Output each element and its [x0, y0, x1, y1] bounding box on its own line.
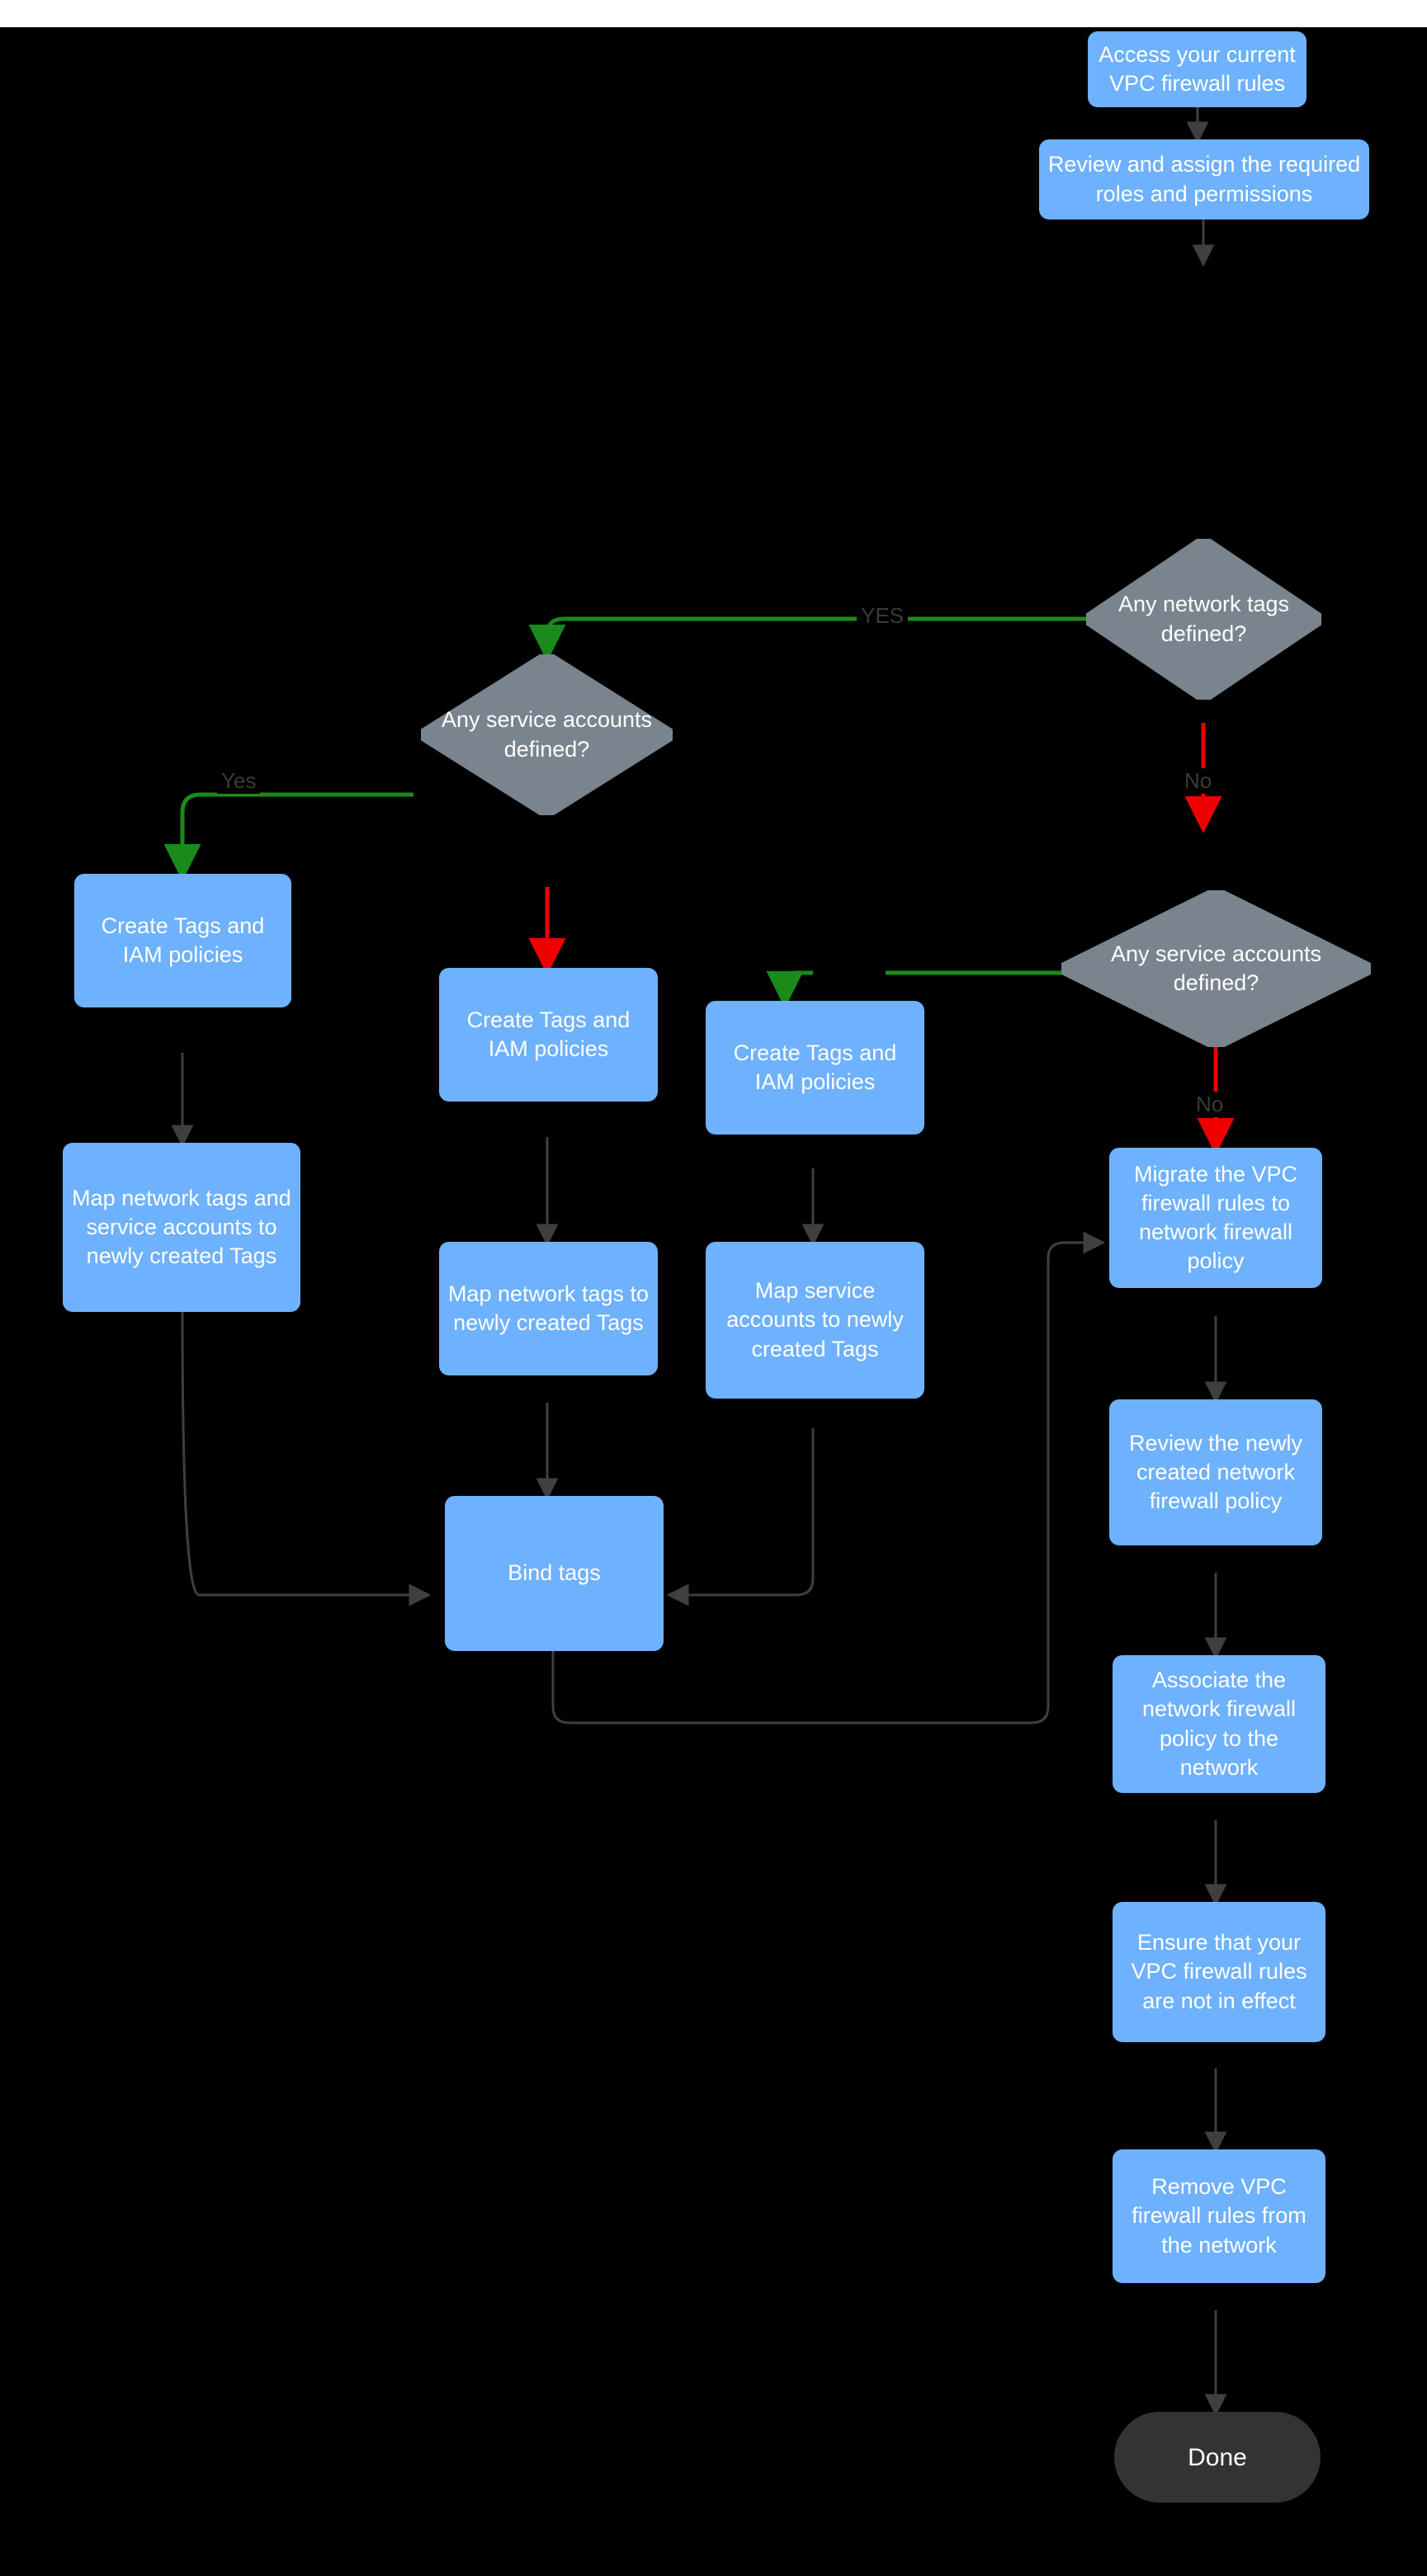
edge-n4-n9: [181, 1311, 432, 1606]
node-review-assign-roles[interactable]: Review and assign the required roles and…: [1039, 139, 1369, 219]
node-map-network-tags-to-newly-created-tags[interactable]: Map network tags to newly created Tags: [439, 1242, 658, 1375]
node-decision-any-network-tags[interactable]: Any network tags defined?: [1086, 539, 1321, 700]
node-label: Review the newly created network firewal…: [1128, 1430, 1303, 1514]
node-bind-tags[interactable]: Bind tags: [445, 1496, 664, 1651]
node-create-tags-iam-right[interactable]: Create Tags and IAM policies: [706, 1001, 924, 1135]
node-label: Migrate the VPC firewall rules to networ…: [1133, 1161, 1298, 1274]
node-label: Bind tags: [508, 1560, 601, 1586]
node-label: Done: [1188, 2443, 1247, 2471]
node-label: Review and assign the required roles and…: [1047, 152, 1361, 206]
diamond-shape: [421, 654, 673, 815]
node-label: Create Tags and IAM policies: [101, 913, 265, 967]
node-label: Map network tags and service accounts to…: [72, 1185, 291, 1269]
node-label: Create Tags and IAM policies: [733, 1040, 897, 1094]
edge-n9-n10: [551, 1231, 1106, 1724]
node-review-newly-created-policy[interactable]: Review the newly created network firewal…: [1109, 1399, 1322, 1545]
edge-n8-n9: [666, 1428, 815, 1606]
edge-label-yes-network-tags: YES: [857, 603, 909, 629]
node-done-terminator[interactable]: Done: [1114, 2412, 1321, 2503]
node-map-service-accounts-to-newly-created-tags[interactable]: Map service accounts to newly created Ta…: [706, 1242, 924, 1399]
node-access-vpc-firewall-rules[interactable]: Access your current VPC firewall rules: [1088, 31, 1307, 107]
node-label: Associate the network firewall policy to…: [1141, 1668, 1297, 1780]
node-remove-vpc-firewall-rules[interactable]: Remove VPC firewall rules from the netwo…: [1113, 2149, 1325, 2283]
node-label: Any network tags defined?: [1118, 592, 1290, 646]
flowchart-canvas: Access your current VPC firewall rules R…: [0, 27, 1427, 2576]
node-create-tags-iam-left[interactable]: Create Tags and IAM policies: [74, 874, 291, 1007]
edge-d2-n3-yes: [163, 792, 413, 882]
node-create-tags-iam-middle[interactable]: Create Tags and IAM policies: [439, 968, 658, 1102]
node-label: Map network tags to newly created Tags: [447, 1281, 650, 1335]
node-decision-any-service-accounts-left[interactable]: Any service accounts defined?: [421, 654, 673, 815]
diamond-shape: [1061, 890, 1371, 1047]
node-map-network-tags-and-service-accounts[interactable]: Map network tags and service accounts to…: [63, 1143, 300, 1312]
node-label: Remove VPC firewall rules from the netwo…: [1132, 2174, 1307, 2258]
node-label: Any service accounts defined?: [1110, 941, 1322, 995]
edge-label-no-service-accounts-right: No: [1192, 1092, 1228, 1117]
node-label: Create Tags and IAM policies: [466, 1007, 631, 1061]
node-decision-any-service-accounts-right[interactable]: Any service accounts defined?: [1061, 890, 1371, 1047]
flowchart-edges: [163, 107, 1235, 2417]
edge-label-yes-service-accounts-left: Yes: [217, 768, 261, 794]
node-associate-policy-to-network[interactable]: Associate the network firewall policy to…: [1113, 1655, 1325, 1793]
node-label: Access your current VPC firewall rules: [1099, 41, 1296, 96]
node-migrate-vpc-firewall-rules[interactable]: Migrate the VPC firewall rules to networ…: [1109, 1148, 1322, 1288]
edge-d1-d2-yes: [528, 616, 1086, 663]
edge-label-no-network-tags: No: [1180, 768, 1217, 794]
node-label: Any service accounts defined?: [441, 707, 653, 762]
edge-d3-n7-yes-2: [766, 970, 813, 1009]
diamond-shape: [1086, 539, 1321, 700]
node-label: Map service accounts to newly created Ta…: [726, 1278, 904, 1361]
node-ensure-vpc-rules-not-in-effect[interactable]: Ensure that your VPC firewall rules are …: [1113, 1902, 1325, 2042]
node-label: Ensure that your VPC firewall rules are …: [1131, 1930, 1307, 2013]
